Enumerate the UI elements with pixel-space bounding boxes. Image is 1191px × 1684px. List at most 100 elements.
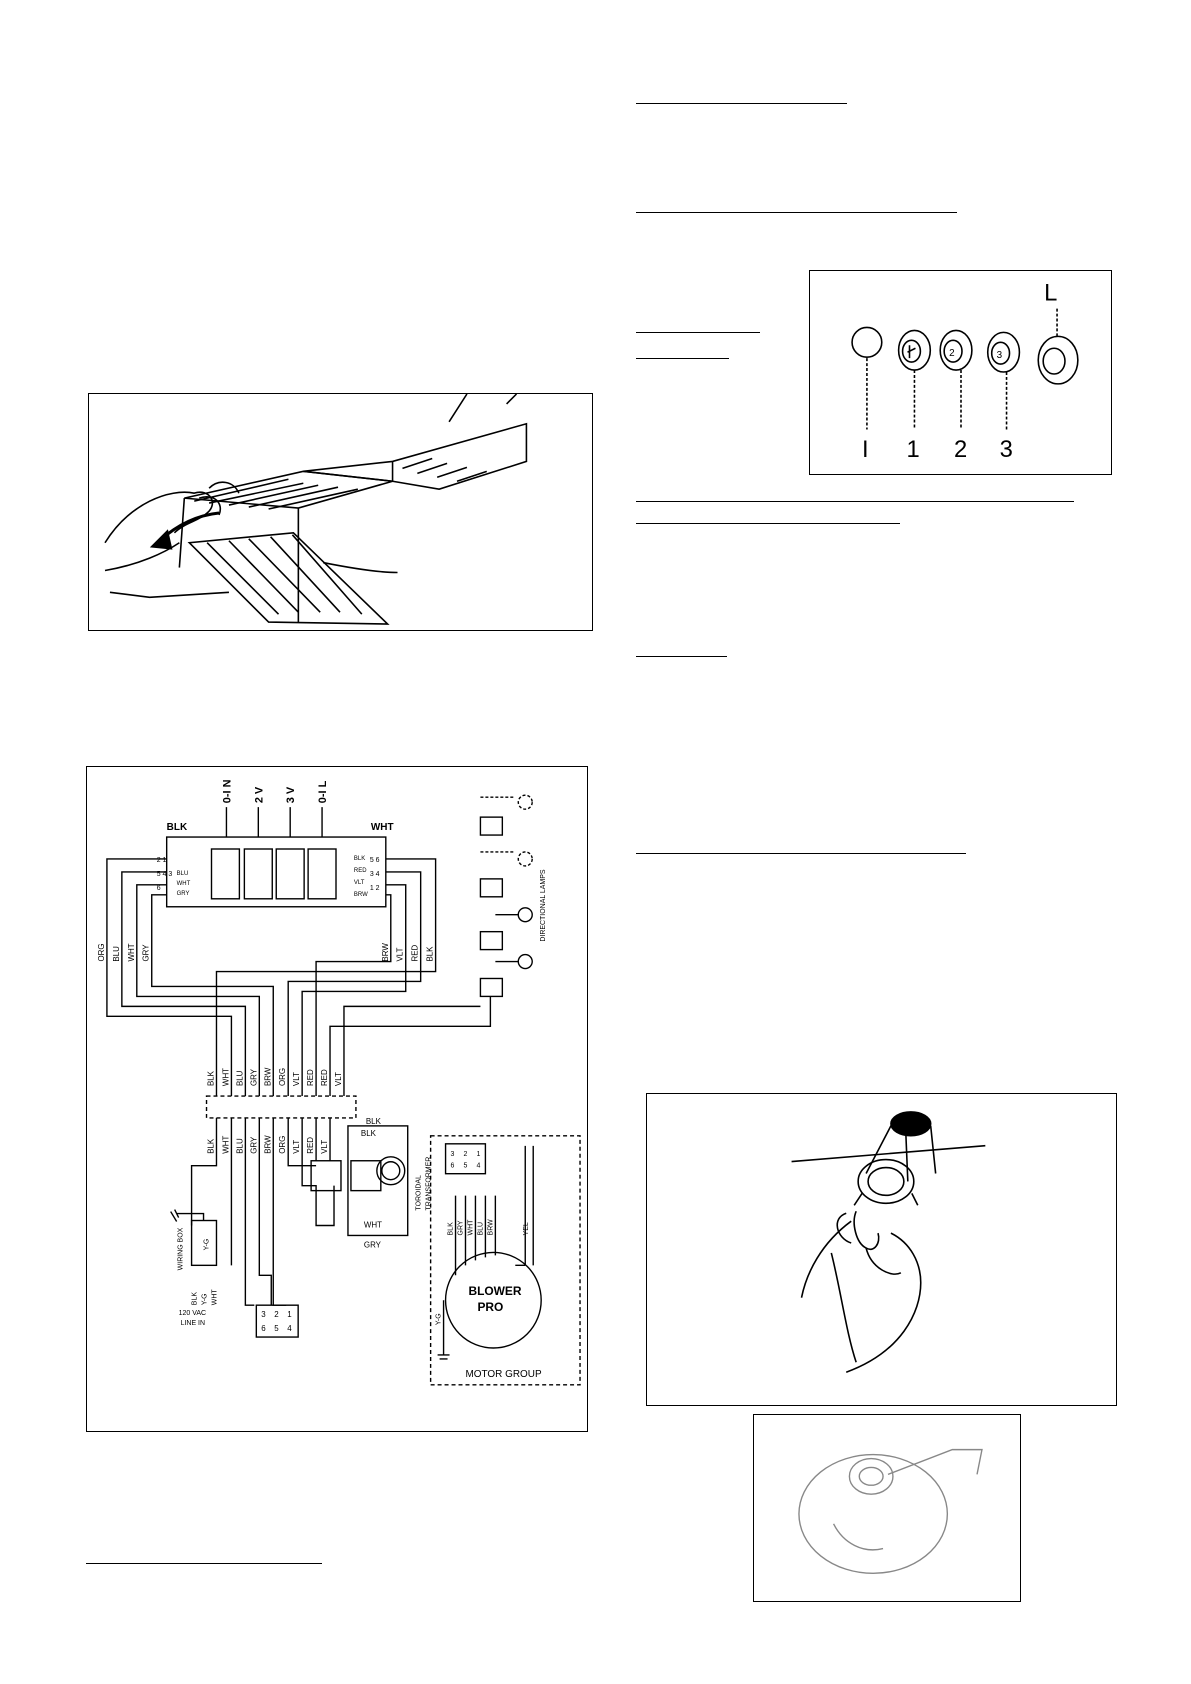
wiring-lines bbox=[106, 794, 581, 1386]
right-terminal: 5 6 bbox=[370, 857, 380, 864]
marker-2: 2 bbox=[954, 436, 967, 463]
bus-top-label: WHT bbox=[221, 1068, 230, 1086]
section-rule-6 bbox=[636, 523, 900, 524]
bus-bottom-label: BLK bbox=[206, 1138, 215, 1154]
marker-1: 1 bbox=[907, 436, 920, 463]
section-rule-3 bbox=[636, 332, 760, 333]
transformer-label-1: TOROIDAL bbox=[416, 1175, 423, 1211]
bus-top-label: ORG bbox=[278, 1068, 287, 1086]
lamp-replacement-figure bbox=[646, 1093, 1117, 1406]
motor-connector-pin: 1 bbox=[476, 1151, 480, 1158]
line-in-voltage: 120 VAC bbox=[179, 1310, 206, 1317]
filter-removal-illustration bbox=[104, 394, 528, 625]
bus-top-label: RED bbox=[306, 1069, 315, 1086]
right-terminal-color: BLK bbox=[354, 856, 365, 862]
bus-top-label: RED bbox=[320, 1069, 329, 1086]
line-in-wire: WHT bbox=[211, 1289, 218, 1306]
motor-connector-pin: 2 bbox=[463, 1151, 467, 1158]
transformer-top-2: BLK bbox=[361, 1129, 377, 1138]
bus-bottom-label: WHT bbox=[221, 1136, 230, 1154]
line-in-wire: Y-G bbox=[202, 1293, 209, 1305]
bus-top-label: BLK bbox=[206, 1070, 215, 1086]
connector-pin: 6 bbox=[261, 1324, 266, 1333]
connector-pin: 4 bbox=[287, 1324, 292, 1333]
suction-cup-illustration bbox=[798, 1448, 983, 1574]
left-terminal: 6 bbox=[157, 885, 161, 892]
right-wire-label: BLK bbox=[426, 946, 435, 962]
connector-pin: 5 bbox=[274, 1324, 279, 1333]
section-rule-1 bbox=[636, 103, 847, 104]
lamps-label: DIRECTIONAL LAMPS bbox=[540, 869, 547, 942]
section-rule-5 bbox=[636, 501, 1074, 502]
switch-label: 0-I N bbox=[221, 779, 233, 803]
motor-wire-label: YEL bbox=[523, 1222, 530, 1235]
section-rule-4 bbox=[636, 358, 729, 359]
right-terminal: 1 2 bbox=[370, 885, 380, 892]
switch-label: 3 V bbox=[285, 786, 297, 803]
blower-label-1: BLOWER bbox=[468, 1284, 521, 1298]
bus-top-label: BRW bbox=[263, 1067, 272, 1086]
motor-wire-label: GRY bbox=[457, 1220, 464, 1235]
control-panel-illustration: L I 1 2 3 2 3 bbox=[851, 280, 1079, 463]
motor-group-label: MOTOR GROUP bbox=[465, 1369, 541, 1380]
switch-label: 2 V bbox=[253, 786, 265, 803]
motor-connector-pin: 4 bbox=[476, 1163, 480, 1170]
section-rule-left bbox=[86, 1563, 322, 1564]
bus-bottom-label: BRW bbox=[263, 1135, 272, 1154]
motor-connector-pin: 5 bbox=[463, 1163, 467, 1170]
lamp-replacement-illustration bbox=[791, 1111, 986, 1373]
right-wire-label: VLT bbox=[396, 947, 405, 961]
right-terminal-color: RED bbox=[354, 868, 367, 874]
marker-I: I bbox=[862, 436, 869, 463]
bus-bottom-label: ORG bbox=[278, 1136, 287, 1154]
switch-label: 0-I L bbox=[317, 780, 329, 803]
connector-pin: 1 bbox=[287, 1310, 292, 1319]
transformer-top-1: BLK bbox=[366, 1117, 382, 1126]
motor-connector-pin: 3 bbox=[451, 1151, 455, 1158]
left-terminal-color: WHT bbox=[177, 881, 191, 887]
marker-3: 3 bbox=[1000, 436, 1013, 463]
right-terminal-color: BRW bbox=[354, 892, 368, 898]
section-rule-2 bbox=[636, 212, 957, 213]
motor-wire-label: BRW bbox=[487, 1219, 494, 1236]
transformer-bottom-1: WHT bbox=[364, 1220, 382, 1229]
right-wire-label: RED bbox=[411, 945, 420, 962]
bus-bottom-label: BLU bbox=[235, 1138, 244, 1154]
tag-wht: WHT bbox=[371, 822, 394, 833]
wiring-box-label: WIRING BOX bbox=[178, 1227, 185, 1270]
line-in-text: LINE IN bbox=[181, 1320, 205, 1327]
bus-top-label: GRY bbox=[249, 1068, 258, 1086]
bus-bottom-label: VLT bbox=[292, 1140, 301, 1154]
left-terminal-color: BLU bbox=[177, 871, 189, 877]
right-wire-label: BRW bbox=[381, 943, 390, 962]
connector-pin: 3 bbox=[261, 1310, 266, 1319]
motor-wire-label: WHT bbox=[467, 1219, 474, 1236]
bus-top-label: VLT bbox=[334, 1072, 343, 1086]
bus-top-label: BLU bbox=[235, 1070, 244, 1086]
left-wire-label: GRY bbox=[142, 944, 151, 962]
section-rule-8 bbox=[636, 853, 966, 854]
left-wire-label: BLU bbox=[112, 946, 121, 962]
bus-top-label: VLT bbox=[292, 1072, 301, 1086]
suction-cup-figure bbox=[753, 1414, 1021, 1602]
left-wire-label: ORG bbox=[97, 943, 106, 961]
filter-removal-figure bbox=[88, 393, 593, 631]
motor-wire-label: BLK bbox=[448, 1222, 455, 1236]
motor-ground: Y-G bbox=[436, 1313, 443, 1325]
left-terminal-color: GRY bbox=[177, 891, 190, 897]
transformer-bottom-2: GRY bbox=[364, 1240, 382, 1249]
section-rule-7 bbox=[636, 656, 727, 657]
motor-connector-pin: 6 bbox=[451, 1163, 455, 1170]
marker-L: L bbox=[1044, 280, 1057, 307]
knob-2-label: 2 bbox=[949, 348, 955, 359]
line-in-wire: BLK bbox=[192, 1292, 199, 1306]
connector-pin: 2 bbox=[274, 1310, 279, 1319]
wiring-box-inner: Y-G bbox=[204, 1239, 211, 1251]
left-wire-label: WHT bbox=[127, 943, 136, 961]
right-terminal-color: VLT bbox=[354, 880, 365, 886]
blower-label-2: PRO bbox=[477, 1300, 503, 1314]
left-terminal: 5 4 3 bbox=[157, 871, 173, 878]
